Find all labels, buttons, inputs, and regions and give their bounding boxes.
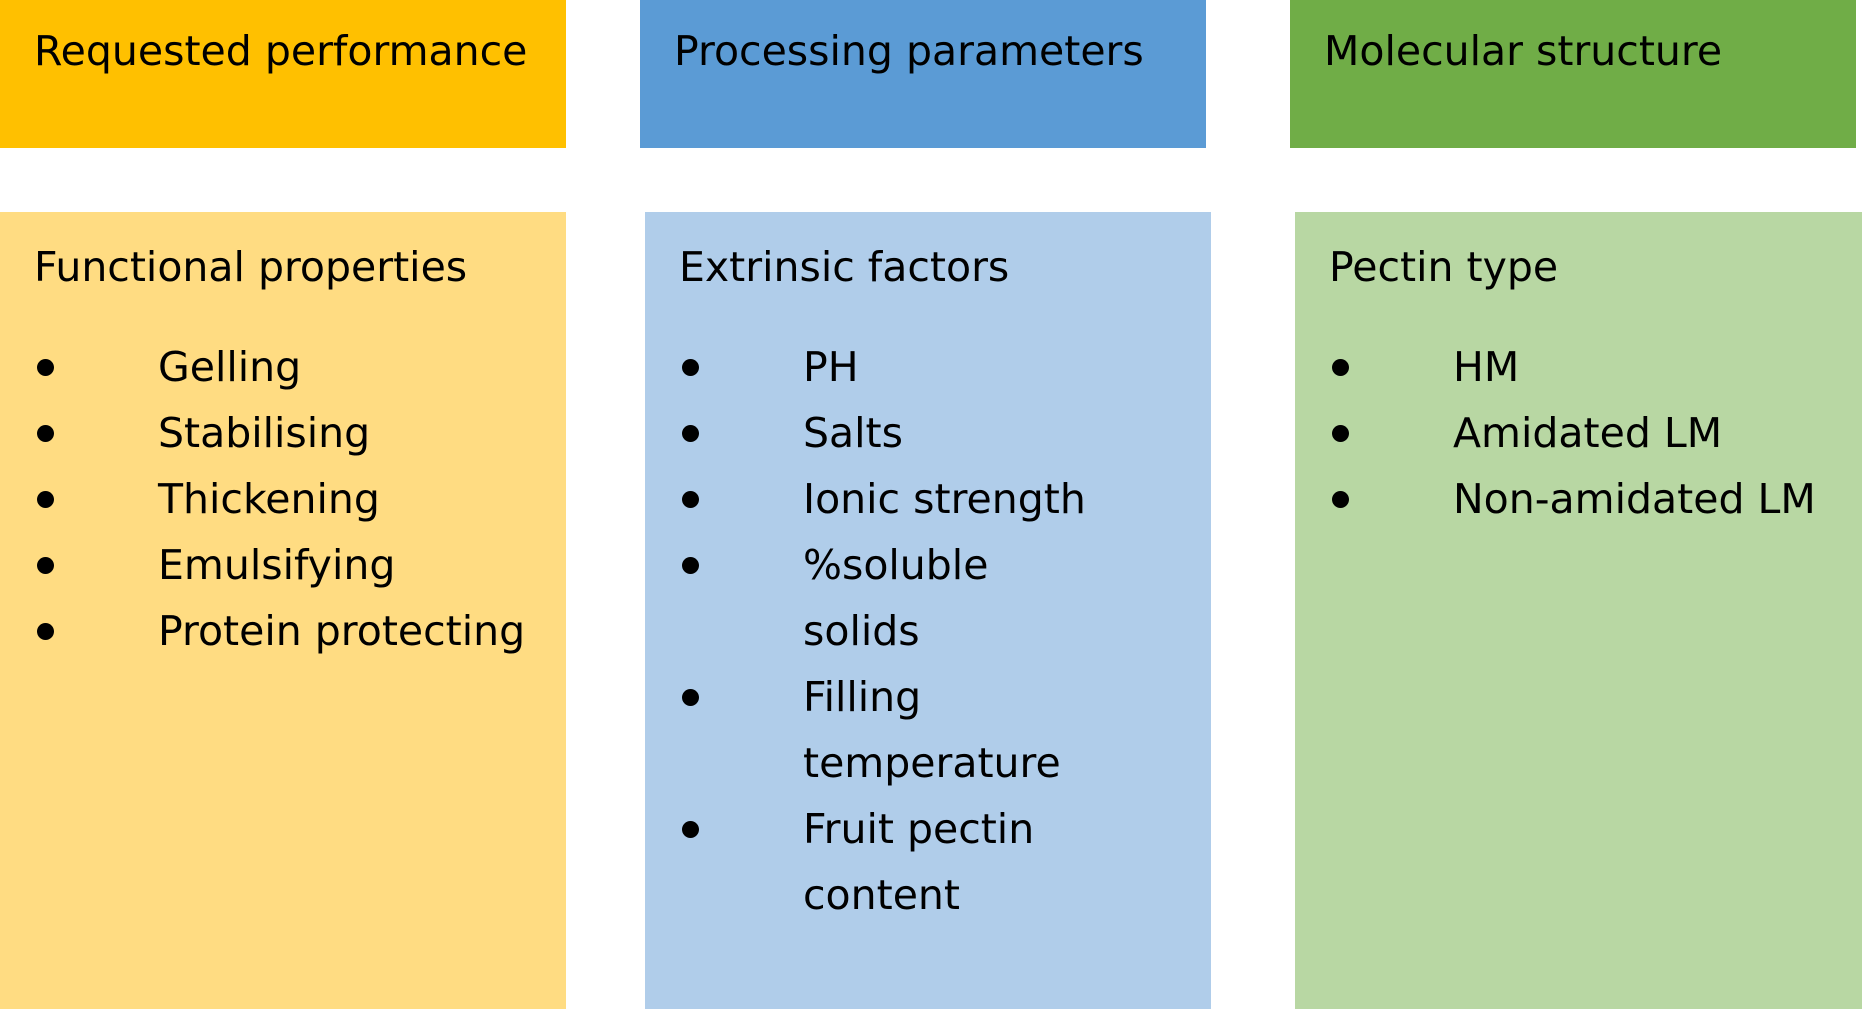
list-item-label: Gelling [158,343,302,391]
list-item: Gelling [34,334,566,400]
list-item-label: Amidated LM [1453,409,1723,457]
bullet-icon [1332,491,1349,508]
functional-properties-list: Gelling Stabilising Thickening Emulsifyi… [34,334,566,664]
list-item-label: Ionic strength [803,475,1086,523]
list-item-label: Emulsifying [158,541,396,589]
list-item: Salts [679,400,1103,466]
list-item-label: Fruit pectin content [803,805,1035,919]
list-item: Protein protecting [34,598,566,664]
functional-properties-panel: Functional properties Gelling Stabilisin… [0,212,566,1009]
bullet-icon [1332,359,1349,376]
bullet-icon [682,689,699,706]
list-item: %soluble solids [679,532,1103,664]
list-item-label: %soluble solids [803,541,989,655]
list-item-label: Thickening [158,475,380,523]
extrinsic-factors-list: PH Salts Ionic strength %soluble solids … [679,334,1211,928]
list-item-label: Stabilising [158,409,371,457]
list-item: Non-amidated LM [1329,466,1862,532]
header-label: Requested performance [34,27,528,75]
bullet-icon [682,557,699,574]
bullet-icon [682,359,699,376]
molecular-structure-header: Molecular structure [1290,0,1856,148]
list-item: Ionic strength [679,466,1103,532]
panel-title: Functional properties [34,243,468,291]
panel-title: Pectin type [1329,243,1559,291]
requested-performance-header: Requested performance [0,0,566,148]
bullet-icon [37,491,54,508]
list-item-label: PH [803,343,859,391]
bullet-icon [37,623,54,640]
list-item-label: Non-amidated LM [1453,475,1816,523]
pectin-type-list: HM Amidated LM Non-amidated LM [1329,334,1862,532]
bullet-icon [682,425,699,442]
list-item: Thickening [34,466,566,532]
bullet-icon [37,557,54,574]
pectin-type-panel: Pectin type HM Amidated LM Non-amidated … [1295,212,1862,1009]
list-item: Emulsifying [34,532,566,598]
list-item-label: Salts [803,409,903,457]
list-item: Amidated LM [1329,400,1862,466]
bullet-icon [1332,425,1349,442]
list-item: HM [1329,334,1862,400]
header-label: Processing parameters [674,27,1144,75]
bullet-icon [682,491,699,508]
list-item: Stabilising [34,400,566,466]
header-label: Molecular structure [1324,27,1723,75]
list-item: Fruit pectin content [679,796,1103,928]
list-item-label: Protein protecting [158,607,526,655]
processing-parameters-header: Processing parameters [640,0,1206,148]
list-item-label: HM [1453,343,1520,391]
list-item: Filling temperature [679,664,1103,796]
list-item: PH [679,334,1103,400]
panel-title: Extrinsic factors [679,243,1010,291]
list-item-label: Filling temperature [803,673,1061,787]
extrinsic-factors-panel: Extrinsic factors PH Salts Ionic strengt… [645,212,1211,1009]
bullet-icon [37,359,54,376]
bullet-icon [682,821,699,838]
bullet-icon [37,425,54,442]
